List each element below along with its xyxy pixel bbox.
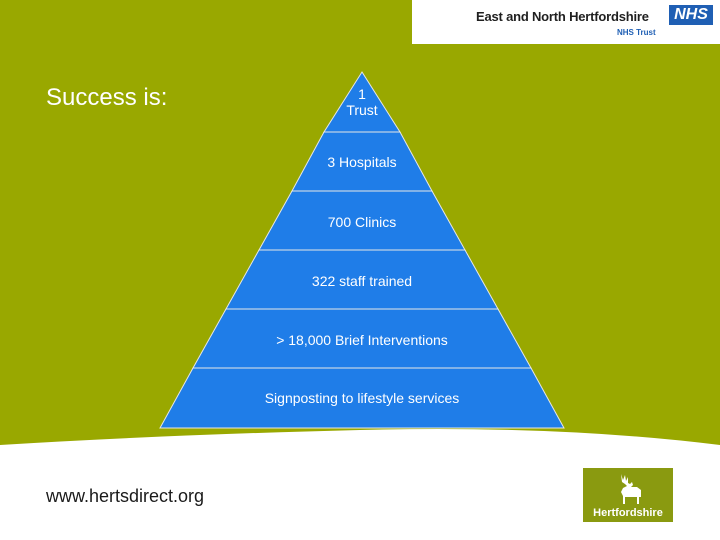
pyramid-label-2: 3 Hospitals <box>327 154 397 170</box>
pyramid-label-3: 700 Clinics <box>327 214 397 230</box>
pyramid-tier-6 <box>159 367 565 429</box>
pyramid-label-1-line1: 1 <box>358 86 366 102</box>
nhs-trust-label: NHS Trust <box>617 28 656 37</box>
pyramid-label-4: 322 staff trained <box>311 273 413 289</box>
pyramid-label-5: > 18,000 Brief Interventions <box>276 332 448 348</box>
org-name: East and North Hertfordshire <box>476 9 649 24</box>
header-logo <box>412 0 720 44</box>
pyramid-label-6: Signposting to lifestyle services <box>264 390 460 406</box>
nhs-logo: NHS <box>669 5 713 25</box>
pyramid-label-1-line2: Trust <box>346 102 378 118</box>
pyramid-label-1: 1 Trust <box>162 86 562 118</box>
deer-icon <box>621 474 641 504</box>
footer-url: www.hertsdirect.org <box>46 486 205 506</box>
county-logo-text: Hertfordshire <box>593 507 663 519</box>
hertfordshire-logo: Hertfordshire <box>582 467 674 523</box>
slide-title: Success is: <box>46 84 168 111</box>
